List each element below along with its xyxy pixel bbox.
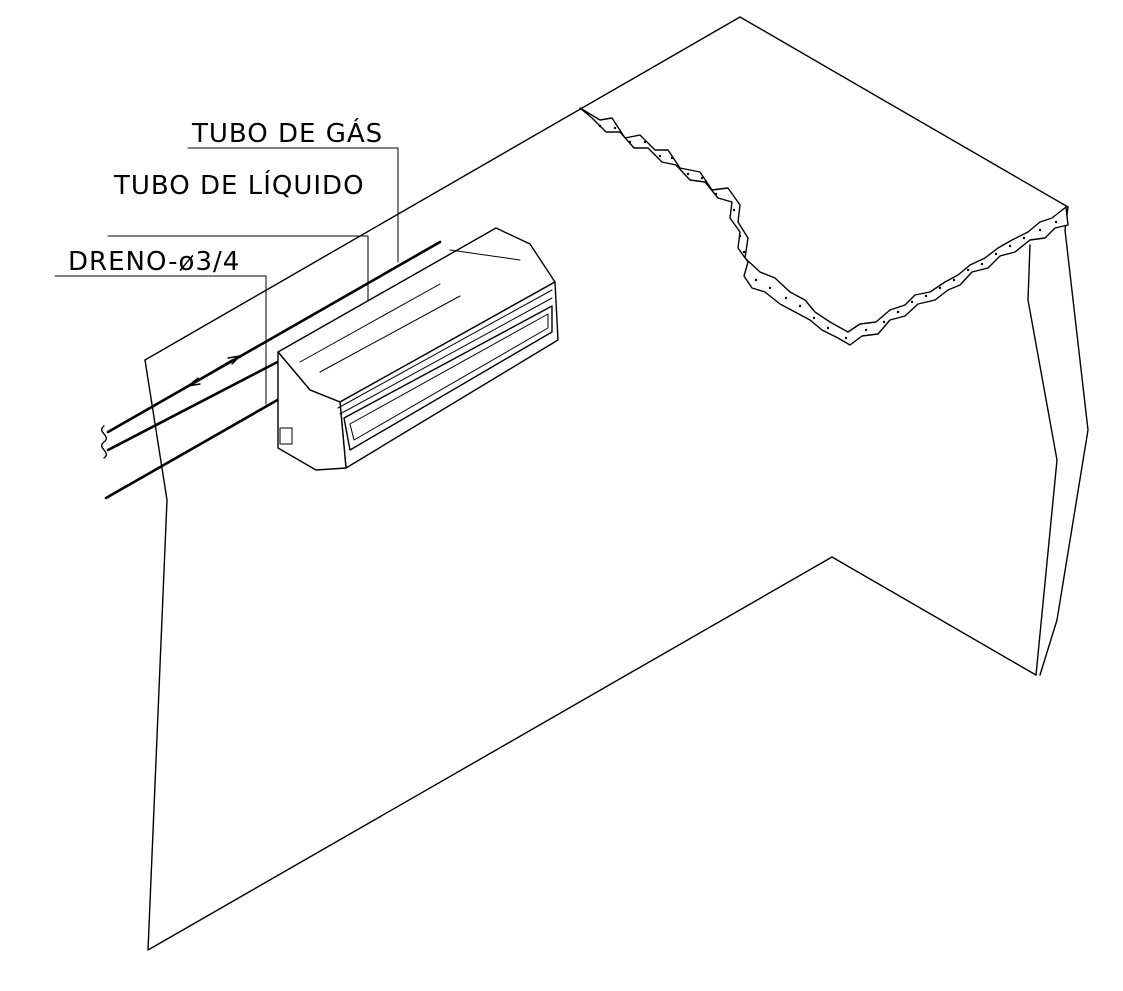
concrete-break-section xyxy=(579,107,1069,346)
unit-top-line-1 xyxy=(299,283,441,363)
wall-right-inner-edge xyxy=(1027,244,1058,676)
unit-side xyxy=(277,351,347,471)
leader-lines xyxy=(54,147,399,405)
unit-panel-line-2 xyxy=(339,297,553,415)
room-outline xyxy=(144,16,1089,951)
label-liquid-pipe: TUBO DE LÍQUIDO xyxy=(113,169,365,201)
concrete-break-outer xyxy=(579,107,1069,346)
leader-gas xyxy=(187,147,399,263)
unit-top-ridge xyxy=(449,249,521,261)
unit-air-outlet-inner xyxy=(349,313,549,441)
concrete-specks xyxy=(598,124,1058,340)
pipe-break-symbol xyxy=(101,425,107,459)
wall-outline-left xyxy=(144,16,1069,361)
leader-drain xyxy=(54,275,267,405)
wall-right-edge xyxy=(1039,206,1089,676)
flow-arrow-right xyxy=(197,355,241,381)
unit-panel-line-1 xyxy=(337,289,553,409)
wall-left-edge xyxy=(144,359,1037,951)
flow-arrows xyxy=(187,355,241,387)
unit-side-box xyxy=(279,427,293,445)
label-gas-pipe: TUBO DE GÁS xyxy=(191,117,383,149)
unit-air-outlet xyxy=(343,305,553,451)
gas-pipe xyxy=(106,240,442,434)
unit-top-line-2 xyxy=(319,295,461,373)
label-drain: DRENO-ø3/4 xyxy=(68,247,240,277)
indoor-unit xyxy=(277,227,559,471)
leader-liquid xyxy=(107,235,369,301)
